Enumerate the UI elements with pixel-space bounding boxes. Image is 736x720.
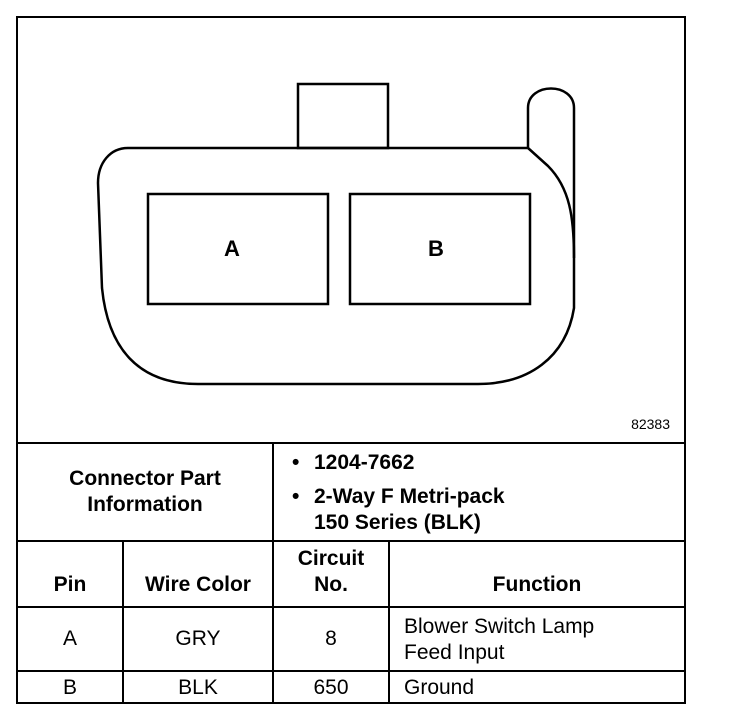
header-circuit-cell: Circuit No. — [274, 542, 390, 606]
connector-drawing: A B 82383 — [18, 18, 684, 442]
connector-body — [96, 146, 576, 386]
header-wire-color-cell: Wire Color — [124, 542, 274, 606]
bullet-icon: • — [292, 451, 300, 474]
connector-latch — [296, 82, 390, 150]
connector-info-label-line1: Connector Part — [69, 467, 221, 490]
info-item-part-number: • 1204-7662 — [292, 450, 415, 476]
row-b-function: Ground — [404, 676, 475, 699]
connector-outline-svg — [96, 82, 576, 386]
pin-cavity-b — [348, 192, 532, 306]
header-wire-color: Wire Color — [145, 573, 251, 596]
info-item-line1: 1204-7662 — [314, 451, 415, 474]
info-item-description: • 2-Way F Metri-pack 150 Series (BLK) — [292, 484, 505, 536]
table-row: B BLK 650 Ground — [18, 672, 684, 704]
connector-info-row: Connector Part Information • 1204-7662 •… — [18, 444, 684, 542]
row-a-wire-color: GRY — [124, 608, 274, 670]
bullet-icon: • — [292, 485, 300, 508]
header-circuit-line1: Circuit — [297, 547, 365, 570]
row-a-circuit: 8 — [274, 608, 390, 670]
pin-label-a: A — [224, 236, 240, 261]
table-row: A GRY 8 Blower Switch Lamp Feed Input — [18, 608, 684, 672]
header-circuit-line2: No. — [314, 573, 348, 596]
row-a-pin: A — [18, 608, 124, 670]
header-pin: Pin — [53, 573, 87, 596]
row-b-pin: B — [18, 672, 124, 704]
figure-id: 82383 — [631, 416, 670, 432]
pin-cavity-a — [146, 192, 330, 306]
table-header-row: Pin Wire Color Circuit No. Function — [18, 542, 684, 608]
diagram-frame: A B 82383 Connector Part Information • 1… — [16, 16, 686, 704]
connector-info-label: Connector Part Information — [18, 444, 274, 540]
row-a-function-line2: Feed Input — [404, 641, 505, 664]
info-item-line2: 150 Series (BLK) — [314, 511, 481, 534]
row-a-function-line1: Blower Switch Lamp — [404, 615, 595, 638]
pin-label-b: B — [428, 236, 444, 261]
connector-side-tab — [526, 87, 576, 258]
row-b-circuit: 650 — [274, 672, 390, 704]
row-a-function: Blower Switch Lamp Feed Input — [390, 608, 684, 670]
header-function: Function — [492, 573, 582, 596]
row-b-wire-color: BLK — [124, 672, 274, 704]
header-pin-cell: Pin — [18, 542, 124, 606]
connector-table: Connector Part Information • 1204-7662 •… — [18, 442, 684, 704]
header-function-cell: Function — [390, 542, 684, 606]
connector-info-label-line2: Information — [87, 493, 203, 516]
connector-info-list: • 1204-7662 • 2-Way F Metri-pack 150 Ser… — [274, 444, 684, 540]
info-item-line1: 2-Way F Metri-pack — [314, 485, 505, 508]
